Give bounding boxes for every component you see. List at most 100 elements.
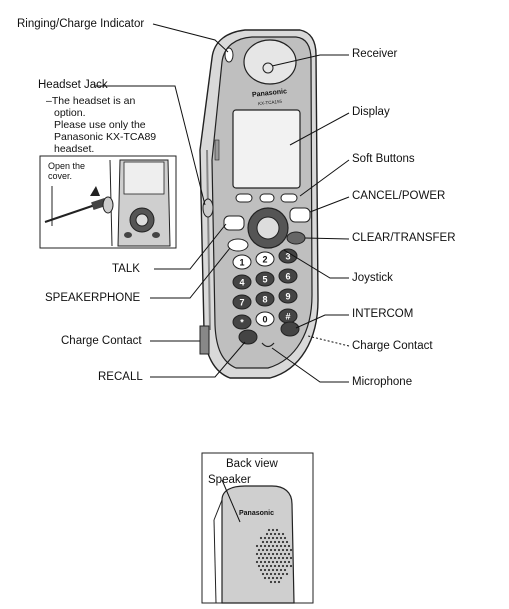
- speaker-hole: [271, 560, 275, 564]
- speaker-hole: [273, 556, 277, 560]
- speaker-hole: [261, 564, 265, 568]
- keypad-key[interactable]: 5: [255, 271, 275, 287]
- speaker-hole: [267, 560, 271, 564]
- speaker-hole: [275, 544, 279, 548]
- soft-button-right[interactable]: [280, 193, 298, 203]
- speaker-hole: [281, 564, 285, 568]
- keypad-key-label: *: [240, 318, 244, 328]
- keypad-key-label: 4: [239, 278, 244, 288]
- speaker-hole: [259, 568, 263, 572]
- label-headset-jack: Headset Jack: [38, 79, 108, 91]
- speaker-hole: [281, 548, 285, 552]
- speaker-hole: [283, 536, 287, 540]
- keypad-key-label: 3: [285, 252, 290, 262]
- speaker-hole: [267, 544, 271, 548]
- label-display: Display: [352, 106, 390, 118]
- label-cancel-power: CANCEL/POWER: [352, 190, 446, 202]
- inset-box: [39, 155, 177, 249]
- speaker-hole: [265, 548, 269, 552]
- speaker-hole: [273, 548, 277, 552]
- keypad-key[interactable]: 0: [255, 311, 275, 327]
- keypad-key[interactable]: *: [232, 314, 252, 330]
- keypad-key[interactable]: 8: [255, 291, 275, 307]
- speaker-hole: [277, 532, 281, 536]
- speaker-hole: [279, 568, 283, 572]
- speaker-hole: [273, 564, 277, 568]
- speaker-hole: [265, 540, 269, 544]
- speaker-hole: [277, 556, 281, 560]
- speaker-hole: [289, 564, 293, 568]
- speaker-hole: [267, 536, 271, 540]
- clear-transfer-button[interactable]: [286, 231, 306, 245]
- label-intercom: INTERCOM: [352, 308, 414, 320]
- keypad-key[interactable]: 3: [278, 248, 298, 264]
- speaker-grille: [255, 528, 293, 584]
- speaker-hole: [277, 580, 281, 584]
- soft-button-mid[interactable]: [259, 193, 275, 203]
- speaker-hole: [265, 532, 269, 536]
- keypad-key[interactable]: 6: [278, 268, 298, 284]
- speaker-hole: [255, 552, 259, 556]
- speaker-hole: [271, 568, 275, 572]
- speaker-hole: [287, 552, 291, 556]
- speaker-hole: [273, 532, 277, 536]
- speaker-hole: [255, 544, 259, 548]
- speaker-hole: [259, 536, 263, 540]
- speaker-hole: [285, 556, 289, 560]
- speaker-hole: [275, 528, 279, 532]
- leader-lines: [94, 23, 350, 383]
- headset-note-line: Panasonic KX-TCA89: [54, 131, 157, 143]
- keypad-key-label: 0: [262, 315, 267, 325]
- speaker-hole: [259, 544, 263, 548]
- label-speakerphone: SPEAKERPHONE: [45, 292, 141, 304]
- speaker-hole: [279, 536, 283, 540]
- headset-note-line: Please use only the: [54, 119, 146, 131]
- talk-button[interactable]: [223, 215, 245, 231]
- speaker-hole: [281, 540, 285, 544]
- speaker-hole: [259, 560, 263, 564]
- speaker-hole: [261, 556, 265, 560]
- speaker-hole: [271, 536, 275, 540]
- speaker-hole: [283, 552, 287, 556]
- keypad-key[interactable]: 2: [255, 251, 275, 267]
- label-microphone: Microphone: [352, 376, 413, 388]
- keypad-key[interactable]: #: [278, 308, 298, 324]
- headset-note: –The headset is an option. Please use on…: [46, 95, 156, 155]
- speaker-hole: [283, 568, 287, 572]
- keypad-key-label: 5: [262, 275, 267, 285]
- label-joystick: Joystick: [352, 272, 393, 284]
- cancel-power-button[interactable]: [289, 207, 311, 223]
- label-recall: RECALL: [98, 371, 143, 383]
- keypad-key[interactable]: 9: [278, 288, 298, 304]
- inset-caption-line: Open the: [48, 161, 86, 171]
- keypad-key-label: 2: [262, 255, 267, 265]
- microphone-hole: [261, 342, 275, 348]
- speaker-hole: [257, 564, 261, 568]
- speaker-hole: [263, 576, 267, 580]
- speaker-hole: [279, 552, 283, 556]
- intercom-button[interactable]: [280, 321, 300, 337]
- charge-contact-left: [199, 325, 210, 355]
- speakerphone-button[interactable]: [227, 238, 249, 252]
- speaker-hole: [281, 572, 285, 576]
- speaker-hole: [259, 552, 263, 556]
- speaker-hole: [279, 544, 283, 548]
- keypad-key-label: 9: [285, 292, 290, 302]
- speaker-hole: [257, 548, 261, 552]
- soft-button-left[interactable]: [235, 193, 253, 203]
- display-screen: [232, 109, 301, 189]
- label-clear-transfer: CLEAR/TRANSFER: [352, 232, 456, 244]
- speaker-hole: [285, 548, 289, 552]
- keypad-key[interactable]: 7: [232, 294, 252, 310]
- speaker-hole: [287, 544, 291, 548]
- keypad-key[interactable]: 4: [232, 274, 252, 290]
- speaker-hole: [275, 568, 279, 572]
- speaker-hole: [273, 572, 277, 576]
- keypad-key[interactable]: 1: [232, 254, 252, 270]
- speaker-hole: [281, 532, 285, 536]
- recall-button[interactable]: [238, 329, 258, 345]
- speaker-hole: [279, 560, 283, 564]
